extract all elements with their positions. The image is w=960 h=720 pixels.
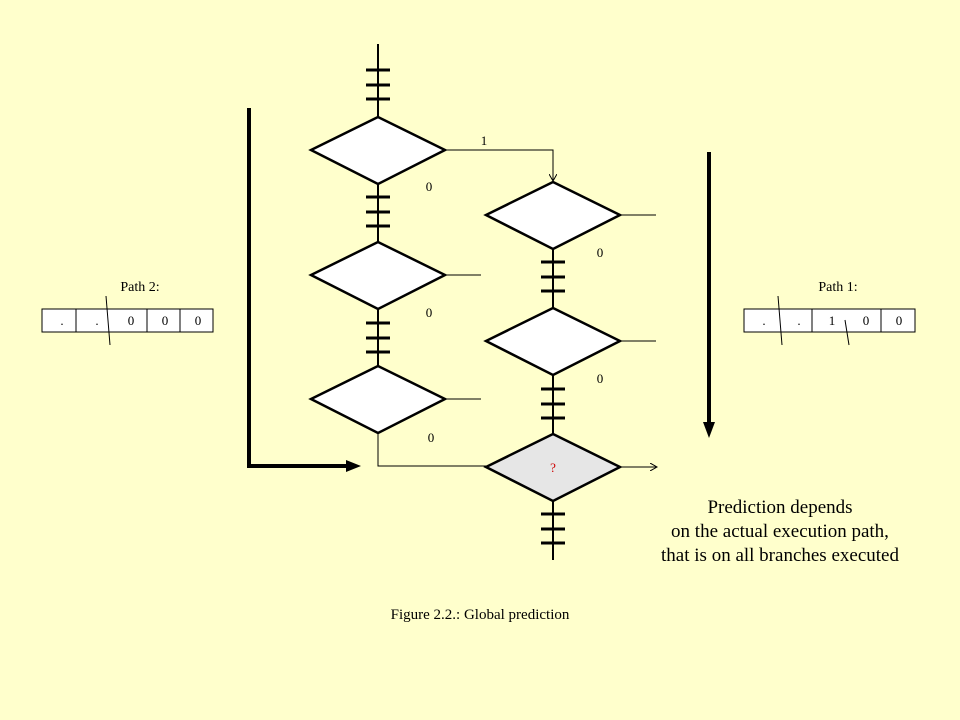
right-instruction-ticks-1 [541, 260, 565, 293]
left-3-not-taken-label: 0 [428, 430, 435, 445]
left-1-taken-label: 1 [481, 133, 488, 148]
right-2-not-taken-label: 0 [597, 371, 604, 386]
path-2-cell-1: . [60, 313, 63, 328]
prediction-note-line-3: that is on all branches executed [661, 545, 899, 566]
left-instruction-ticks-1 [366, 68, 390, 101]
right-branch-diamond-1 [483, 180, 623, 251]
left-2-not-taken-label: 0 [426, 305, 433, 320]
path-2-arrow-line [247, 108, 350, 468]
right-instruction-ticks-2 [541, 387, 565, 420]
right-branch-diamond-2 [483, 306, 623, 377]
path-2-label: Path 2: [120, 280, 159, 295]
path-1-label: Path 1: [818, 280, 857, 295]
path-2-cell-5: 0 [195, 313, 202, 328]
left-branch-diamond-2 [308, 240, 448, 311]
path-2-cell-4: 0 [162, 313, 169, 328]
left-to-predicted-connector [377, 433, 486, 467]
right-instruction-ticks-3 [541, 512, 565, 545]
path-2-arrowhead [346, 460, 361, 472]
prediction-note-line-2: on the actual execution path, [671, 521, 889, 542]
prediction-note: Prediction depends on the actual executi… [620, 496, 940, 568]
predicted-branch-question-mark: ? [550, 460, 556, 475]
right-1-not-taken-label: 0 [597, 245, 604, 260]
path-1-arrowhead [703, 422, 715, 438]
left-branch-diamond-3 [308, 364, 448, 435]
left-1-not-taken-label: 0 [426, 179, 433, 194]
path-2-cell-2: . [95, 313, 98, 328]
path-1-history-register: . . 1 0 0 [743, 295, 916, 346]
path-1-cell-1: . [762, 313, 765, 328]
left-instruction-ticks-3 [366, 321, 390, 354]
path-1-cell-2: . [797, 313, 800, 328]
prediction-note-line-1: Prediction depends [707, 497, 853, 518]
path-1-cell-4: 0 [863, 313, 870, 328]
path-2-cell-3: 0 [128, 313, 135, 328]
path-2-history-register: . . 0 0 0 [41, 295, 214, 346]
path-1-cell-5: 0 [896, 313, 903, 328]
left-1-taken-edge [445, 149, 553, 180]
left-instruction-ticks-2 [366, 195, 390, 228]
left-branch-diamond-1 [308, 115, 448, 186]
figure-caption: Figure 2.2.: Global prediction [390, 607, 570, 623]
path-1-cell-3: 1 [829, 313, 836, 328]
